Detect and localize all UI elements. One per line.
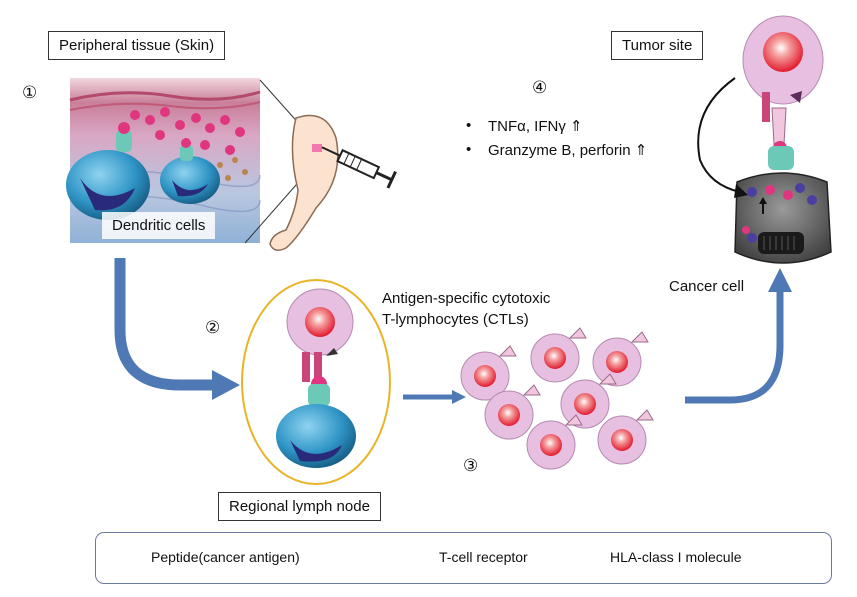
arm-illustration — [269, 114, 339, 251]
syringe-icon — [321, 146, 397, 189]
ctl-label-line1: Antigen-specific cytotoxic — [382, 290, 551, 307]
legend: Peptide(cancer antigen) T-cell receptor … — [95, 532, 832, 584]
dendritic-cell-small — [160, 138, 220, 204]
tumor-site-illustration — [734, 15, 832, 264]
tumor-site-label: Tumor site — [611, 31, 704, 60]
legend-hla-label: HLA-class I molecule — [610, 549, 742, 565]
ctl-cell — [484, 384, 541, 440]
arrow-skin-to-lymph — [114, 258, 215, 391]
step-2-marker: ② — [205, 318, 221, 337]
ctl-cell — [530, 327, 587, 383]
effect-bullet: • — [466, 117, 472, 134]
step-3-marker: ③ — [463, 456, 479, 475]
attack-arrow — [697, 77, 741, 193]
regional-lymph-node-label: Regional lymph node — [218, 492, 381, 521]
dendritic-cells-label: Dendritic cells — [102, 212, 216, 239]
ctl-cell — [526, 414, 583, 470]
ctl-cell — [560, 373, 617, 429]
cancer-cell-label: Cancer cell — [669, 278, 745, 295]
peripheral-tissue-label: Peripheral tissue (Skin) — [48, 31, 226, 60]
effect-bullet: • — [466, 141, 472, 158]
ctl-cell — [597, 409, 654, 465]
arrow-ctl-to-tumor — [685, 290, 784, 404]
ctl-cell — [592, 331, 649, 387]
ctl-cell — [460, 345, 517, 401]
effect-item-granzyme: Granzyme B, perforin ⇑ — [488, 142, 648, 159]
effect-item-cytokines: TNFα, IFNγ ⇑ — [488, 118, 583, 135]
dendritic-cell-large — [66, 122, 150, 220]
step-4-marker: ④ — [532, 78, 548, 97]
legend-peptide-label: Peptide(cancer antigen) — [151, 549, 300, 565]
ctl-label-line2: T-lymphocytes (CTLs) — [382, 311, 529, 328]
lymph-node — [241, 279, 391, 485]
ctl-cluster — [460, 327, 654, 470]
legend-tcr-label: T-cell receptor — [439, 549, 528, 565]
step-1-marker: ① — [22, 83, 38, 102]
